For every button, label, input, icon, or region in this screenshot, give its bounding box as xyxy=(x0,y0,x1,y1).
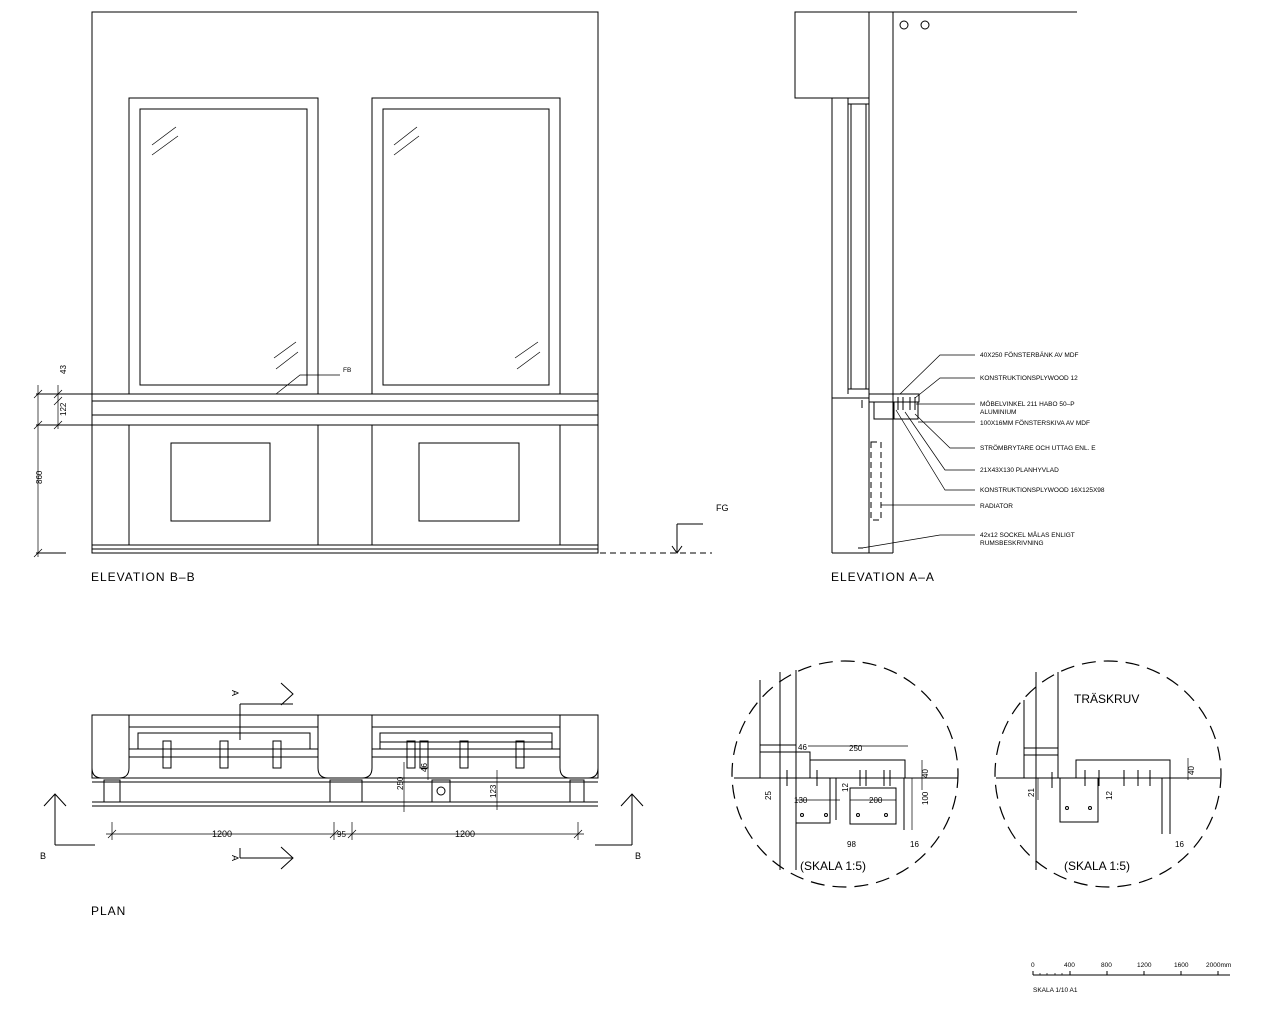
scale-tick-1200: 1200 xyxy=(1137,962,1152,969)
d2-dim-21: 21 xyxy=(1027,788,1036,797)
scale-tick-2000: 2000mm xyxy=(1206,962,1231,969)
window-right-frame xyxy=(371,97,561,395)
column-left xyxy=(91,714,130,779)
leaders xyxy=(861,354,975,549)
d1-dim-40: 40 xyxy=(921,769,930,778)
note-mobelvinkel: MÖBELVINKEL 211 HABO 50–P xyxy=(980,400,1075,408)
scale-tick-800: 800 xyxy=(1101,962,1112,969)
section-b-right-label: B xyxy=(635,851,641,861)
plan-dim-46: 46 xyxy=(420,763,429,772)
column-right xyxy=(559,714,599,779)
d2-label-traskruv: TRÄSKRUV xyxy=(1074,692,1139,706)
section-b-left-label: B xyxy=(40,851,46,861)
window-right-glass xyxy=(382,108,550,386)
note-planhyvlad: 21X43X130 PLANHYVLAD xyxy=(980,467,1059,474)
glass-hatch xyxy=(151,126,541,370)
elevation-bb: FG FB 43 122 860 ELEVATION B–B xyxy=(33,11,729,584)
plan-dim-1200-right: 1200 xyxy=(455,829,475,839)
panel-right xyxy=(418,442,520,522)
panel-left xyxy=(170,442,271,522)
note-rumsbeskrivning: RUMSBESKRIVNING xyxy=(980,540,1044,547)
note-fonsterbank: 40X250 FÖNSTERBÄNK AV MDF xyxy=(980,351,1079,359)
d1-dim-98: 98 xyxy=(847,840,856,849)
scale-tick-400: 400 xyxy=(1064,962,1075,969)
note-strombrytare: STRÖMBRYTARE OCH UTTAG ENL. E xyxy=(980,444,1096,452)
dim-860: 860 xyxy=(35,470,44,484)
section-a-marker: A A xyxy=(230,682,294,870)
radiator xyxy=(870,441,882,521)
window-left-glass xyxy=(139,108,308,386)
detail-1: 46 250 25 130 12 200 100 40 98 16 (SKALA… xyxy=(731,660,959,888)
d1-dim-12: 12 xyxy=(841,783,850,792)
note-plywood-12: KONSTRUKTIONSPLYWOOD 12 xyxy=(980,375,1078,382)
view-title-elevation-aa: ELEVATION A–A xyxy=(831,570,935,584)
elevation-aa: 40X250 FÖNSTERBÄNK AV MDF KONSTRUKTIONSP… xyxy=(794,11,1105,584)
scale-bar: 0 400 800 1200 1600 2000mm SKALA 1/10 A1 xyxy=(1031,962,1231,994)
d1-screws xyxy=(786,770,891,817)
d2-dim-12: 12 xyxy=(1105,791,1114,800)
window-left-frame xyxy=(128,97,319,395)
view-title-plan: PLAN xyxy=(91,904,126,918)
tag-fb: FB xyxy=(343,367,351,374)
note-radiator: RADIATOR xyxy=(980,503,1013,510)
scale-caption: SKALA 1/10 A1 xyxy=(1033,987,1078,994)
d1-dim-100: 100 xyxy=(921,791,930,805)
dim-43: 43 xyxy=(59,365,68,374)
wall-outline xyxy=(91,11,599,554)
d2-screws xyxy=(1051,770,1151,810)
column-mid xyxy=(317,714,373,779)
aa-notes: 40X250 FÖNSTERBÄNK AV MDF KONSTRUKTIONSP… xyxy=(980,351,1105,547)
view-title-elevation-bb: ELEVATION B–B xyxy=(91,570,196,584)
section-a-bottom-label: A xyxy=(230,855,240,861)
section-b-marker: B B xyxy=(40,793,644,861)
plan-dim-250: 250 xyxy=(396,776,405,790)
d2-dim-16: 16 xyxy=(1175,840,1184,849)
d2-scale: (SKALA 1:5) xyxy=(1064,859,1130,873)
wall-head xyxy=(794,11,870,99)
d1-dim-130: 130 xyxy=(794,796,808,805)
d1-dim-200: 200 xyxy=(869,796,883,805)
d1-dim-250: 250 xyxy=(849,744,863,753)
tag-fg: FG xyxy=(716,503,729,513)
scale-tick-1600: 1600 xyxy=(1174,962,1189,969)
plan-dim-95: 95 xyxy=(337,830,346,839)
note-fonsterskiva: 100X16MM FÖNSTERSKIVA AV MDF xyxy=(980,419,1090,427)
plan-dim-123: 123 xyxy=(489,784,498,798)
d1-scale: (SKALA 1:5) xyxy=(800,859,866,873)
note-sockel: 42x12 SOCKEL MÅLAS ENLIGT xyxy=(980,530,1075,539)
note-plywood-16: KONSTRUKTIONSPLYWOOD 16X125X98 xyxy=(980,487,1105,494)
note-aluminium: ALUMINIUM xyxy=(980,409,1016,416)
d1-dim-25: 25 xyxy=(764,791,773,800)
d1-dim-16: 16 xyxy=(910,840,919,849)
d2-dim-40: 40 xyxy=(1187,766,1196,775)
plan-view: 250 46 123 1200 95 1200 A A xyxy=(40,682,644,918)
brackets xyxy=(103,740,585,803)
detail-2: TRÄSKRUV 21 12 40 16 (SKALA 1:5) xyxy=(994,660,1222,888)
scale-tick-0: 0 xyxy=(1031,962,1035,969)
section-a-top-label: A xyxy=(230,690,240,696)
d1-dim-46: 46 xyxy=(798,743,807,752)
plan-dim-1200-left: 1200 xyxy=(212,829,232,839)
dim-122: 122 xyxy=(59,402,68,416)
